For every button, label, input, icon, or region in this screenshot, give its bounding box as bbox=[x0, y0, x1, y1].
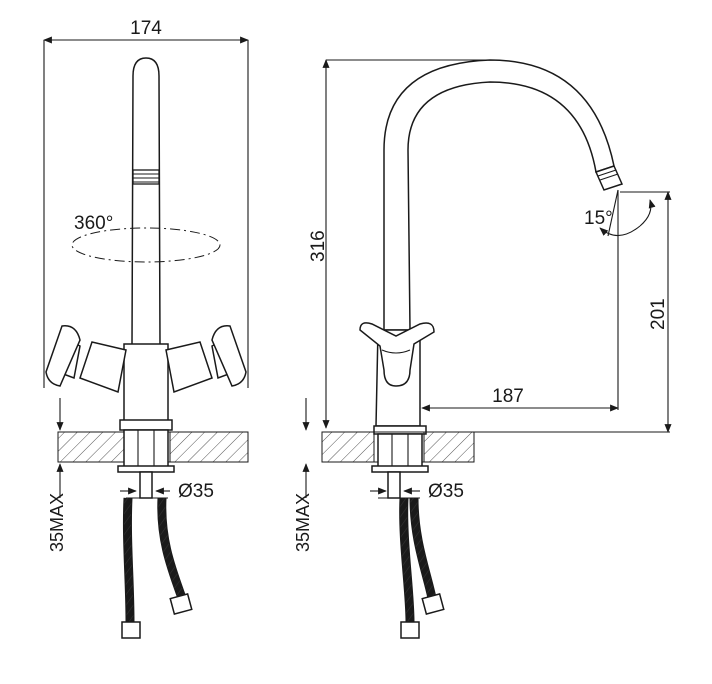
rotation-label: 360° bbox=[74, 213, 113, 234]
spout-height-label: 201 bbox=[648, 298, 669, 330]
overall-height-dimension: 316 bbox=[308, 59, 500, 429]
reach-dimension: 187 bbox=[421, 236, 619, 412]
front-mounting: Ø35 bbox=[117, 429, 214, 639]
front-max-dimension: 35MAX bbox=[47, 398, 67, 552]
side-body bbox=[359, 322, 435, 435]
front-width-label: 174 bbox=[130, 18, 162, 39]
side-view: 316 15° 201 187 bbox=[293, 59, 672, 639]
side-spout bbox=[383, 59, 624, 331]
side-mounting: Ø35 bbox=[370, 433, 464, 639]
front-spout bbox=[131, 57, 161, 346]
side-countertop bbox=[321, 431, 670, 463]
overall-height-label: 316 bbox=[308, 230, 329, 262]
side-max-dimension: 35MAX bbox=[293, 398, 313, 552]
spout-height-dimension: 201 bbox=[620, 191, 672, 433]
tilt-label: 15° bbox=[584, 208, 613, 229]
tilt-indicator: 15° bbox=[584, 189, 656, 237]
front-view: 174 360° bbox=[43, 18, 249, 639]
front-hole-label: Ø35 bbox=[178, 481, 214, 502]
front-body bbox=[45, 325, 247, 431]
rotation-indicator: 360° bbox=[71, 213, 221, 263]
front-width-dimension: 174 bbox=[43, 18, 249, 388]
side-hole-label: Ø35 bbox=[428, 481, 464, 502]
front-countertop bbox=[57, 431, 249, 463]
front-max-label: 35MAX bbox=[47, 493, 67, 552]
side-max-label: 35MAX bbox=[293, 493, 313, 552]
reach-label: 187 bbox=[492, 386, 524, 407]
